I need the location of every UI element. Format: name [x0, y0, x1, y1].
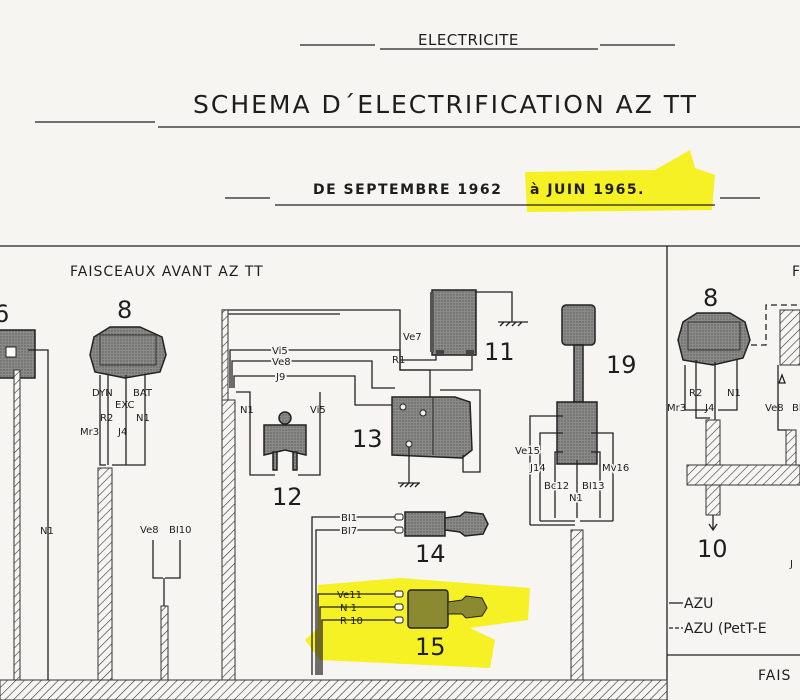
wire-label-bi7: BI7 — [341, 526, 357, 537]
component-12-body — [263, 424, 307, 456]
wire-label-bi13: BI13 — [582, 481, 605, 492]
harness-19 — [570, 529, 584, 681]
wire-label-n1: N 1 — [340, 603, 357, 614]
component-19-number: 19 — [606, 351, 637, 379]
wire-label-mv16: Mv16 — [602, 463, 629, 474]
terminal-bat: BAT — [133, 388, 153, 399]
right-panel-title: F — [792, 264, 800, 280]
left-panel-title: FAISCEAUX AVANT AZ TT — [70, 264, 264, 280]
component-8-number: 8 — [117, 296, 132, 324]
header: ELECTRICITE SCHEMA D´ELECTRIFICATION AZ … — [35, 31, 800, 206]
wire-label-vi5: Vi5 — [272, 346, 288, 357]
wire-label-j14: J14 — [529, 463, 546, 474]
wire-label-n1: N1 — [40, 526, 54, 537]
component-11-number: 11 — [484, 338, 515, 366]
wire-label-bc12: Bc12 — [544, 481, 569, 492]
component-12-number: 12 — [272, 483, 303, 511]
wire-label-n1: N1 — [727, 388, 741, 399]
wire-label-j4: J4 — [117, 427, 127, 438]
wire-label-ve8: Ve8 — [140, 525, 159, 536]
component-11-body — [431, 289, 477, 356]
harness-right — [686, 464, 800, 486]
component-19-handle — [561, 304, 596, 346]
wire-label-j9: J9 — [275, 372, 285, 383]
wire-label-bi10: BI10 — [169, 525, 192, 536]
component-13-number: 13 — [352, 425, 383, 453]
wire-label-bl: Bl — [792, 403, 800, 414]
date-to: à JUIN 1965. — [530, 182, 645, 198]
component-14-number: 14 — [415, 540, 446, 568]
wire-label-ve15: Ve15 — [515, 446, 540, 457]
wire-label-ve11: Ve11 — [337, 590, 362, 601]
wire-label-n1: N1 — [569, 493, 583, 504]
wire-label-vi5: Vi5 — [310, 405, 326, 416]
wire-label-r1: R1 — [392, 355, 405, 366]
section-heading: ELECTRICITE — [418, 31, 519, 49]
left-panel: FAISCEAUX AVANT AZ TT 6 N1 8 DYN EXC BAT… — [0, 264, 668, 700]
main-harness — [221, 399, 236, 681]
wire-label-ve8: Ve8 — [272, 357, 291, 368]
wire-label-mr3: Mr3 — [80, 427, 99, 438]
wire-label-ve8: Ve8 — [765, 403, 784, 414]
component-15-number: 15 — [415, 633, 446, 661]
wire-label-bi1: BI1 — [341, 513, 357, 524]
wire-label-n1: N1 — [136, 413, 150, 424]
bottom-harness — [0, 679, 668, 700]
legend-solid-label: AZU — [684, 596, 713, 612]
component-8-number: 8 — [703, 284, 718, 312]
right-panel: F 8 R2 N1 Mr3 J4 Ve8 Bl 10 J AZU AZU (Pe… — [667, 264, 800, 684]
wire-label-r2: R2 — [689, 388, 702, 399]
component-6-number: 6 — [0, 300, 9, 328]
partial-label: J — [789, 559, 793, 570]
legend-dashed-label: AZU (PetT-E — [684, 621, 767, 637]
right-bottom-title: FAIS — [758, 668, 791, 684]
highlight-date — [525, 150, 715, 212]
wire-label-ve7: Ve7 — [403, 332, 422, 343]
terminal-exc: EXC — [115, 400, 134, 411]
wire-label-mr3: Mr3 — [667, 403, 686, 414]
wire-label-r10: R 10 — [340, 616, 363, 627]
terminal-dyn: DYN — [92, 388, 113, 399]
page-title: SCHEMA D´ELECTRIFICATION AZ TT — [193, 90, 698, 119]
wire-label-r2: R2 — [100, 413, 113, 424]
component-10-number: 10 — [697, 535, 728, 563]
wire-label-n1: N1 — [240, 405, 254, 416]
component-15-body — [407, 589, 449, 629]
date-from: DE SEPTEMBRE 1962 — [313, 182, 502, 198]
component-8-body-right — [677, 312, 751, 366]
wire-label-j4: J4 — [704, 403, 714, 414]
harness-8 — [97, 467, 113, 681]
component-14-body — [404, 511, 446, 537]
